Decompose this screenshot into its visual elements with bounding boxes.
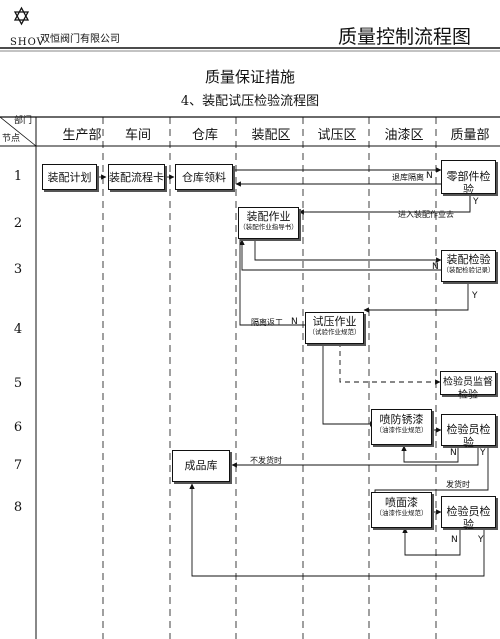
no-shipment-label: 不发货时	[250, 456, 282, 465]
column-header: 质量部	[450, 128, 490, 143]
inspector-check-box: 检验员检验	[441, 414, 496, 449]
top-coat-label: 喷面漆	[385, 496, 418, 509]
assembly-work-box: 装配作业 （装配作业指导书）	[238, 207, 299, 239]
pressure-test-sublabel: （试验作业规范）	[308, 328, 361, 336]
row-number: 6	[13, 420, 23, 435]
yes-marker: Y	[473, 197, 479, 207]
row-number: 5	[13, 376, 23, 391]
assembly-card-box: 装配流程卡	[108, 164, 165, 190]
row-number: 2	[13, 216, 23, 231]
column-header: 试压区	[317, 128, 357, 143]
no-marker: N	[426, 171, 433, 181]
warehouse-pick-box: 仓库领料	[175, 164, 233, 190]
no-marker: N	[291, 317, 298, 327]
inspector-check-box-2: 检验员检验	[441, 496, 496, 531]
company-name: 双恒阀门有限公司	[40, 34, 120, 45]
finished-store-box: 成品库	[172, 450, 230, 482]
column-header: 仓库	[191, 128, 218, 143]
finished-store-label: 成品库	[184, 459, 218, 472]
inspector-supervision-box: 检验员监督检验	[440, 371, 496, 401]
warehouse-pick-label: 仓库领料	[182, 171, 226, 184]
assembly-plan-box: 装配计划	[42, 164, 97, 190]
corner-label-department: 部门	[14, 116, 33, 126]
yes-marker: Y	[472, 291, 478, 301]
column-header: 装配区	[251, 128, 291, 143]
page-subtitle: 4、装配试压检验流程图	[180, 94, 320, 109]
ship-label: 发货时	[446, 480, 470, 489]
inspector-check-label-2: 检验员检验	[446, 505, 491, 531]
assembly-card-label: 装配流程卡	[109, 171, 164, 184]
top-coat-sublabel: （油漆作业规范）	[375, 509, 428, 517]
no-marker: N	[450, 448, 457, 458]
parts-inspection-box: 零部件检验	[441, 160, 496, 196]
no-marker: N	[451, 535, 458, 545]
row-number: 1	[13, 169, 23, 184]
assembly-work-sublabel: （装配作业指导书）	[239, 223, 298, 231]
corner-label-node: 节点	[2, 134, 21, 144]
column-header: 油漆区	[384, 128, 424, 143]
assembly-inspection-label: 装配检验	[446, 253, 491, 266]
top-coat-box: 喷面漆 （油漆作业规范）	[371, 492, 432, 528]
antirust-paint-label: 喷防锈漆	[379, 413, 424, 426]
shov-logo-icon	[13, 6, 30, 26]
antirust-paint-sublabel: （油漆作业规范）	[375, 426, 428, 434]
document-title: 质量控制流程图	[338, 26, 472, 48]
antirust-paint-box: 喷防锈漆 （油漆作业规范）	[371, 409, 432, 445]
inspector-check-label: 检验员检验	[446, 423, 491, 449]
row-number: 3	[13, 262, 23, 277]
assembly-work-label: 装配作业	[246, 210, 291, 223]
assembly-plan-label: 装配计划	[47, 171, 92, 184]
row-number: 7	[13, 458, 23, 473]
row-number: 8	[13, 500, 23, 515]
logo-text: SHOV	[10, 37, 45, 48]
return-isolate-label: 退库隔离	[392, 173, 424, 182]
assembly-inspection-box: 装配检验 （装配检验记录）	[441, 250, 496, 282]
inspector-supervision-label: 检验员监督检验	[443, 377, 493, 401]
yes-marker: Y	[480, 448, 486, 458]
into-assembly-label: 进入装配作业去	[398, 210, 454, 219]
no-marker: N	[432, 262, 439, 272]
column-header: 车间	[124, 128, 151, 143]
isolate-rework-label: 隔离返工	[251, 318, 283, 327]
column-header: 生产部	[62, 128, 102, 143]
assembly-inspection-sublabel: （装配检验记录）	[442, 266, 495, 274]
yes-marker: Y	[478, 535, 484, 545]
pressure-test-label: 试压作业	[312, 315, 357, 328]
row-number: 4	[13, 322, 23, 337]
pressure-test-box: 试压作业 （试验作业规范）	[305, 312, 364, 344]
parts-inspection-label: 零部件检验	[446, 170, 491, 196]
page-title: 质量保证措施	[204, 68, 295, 86]
